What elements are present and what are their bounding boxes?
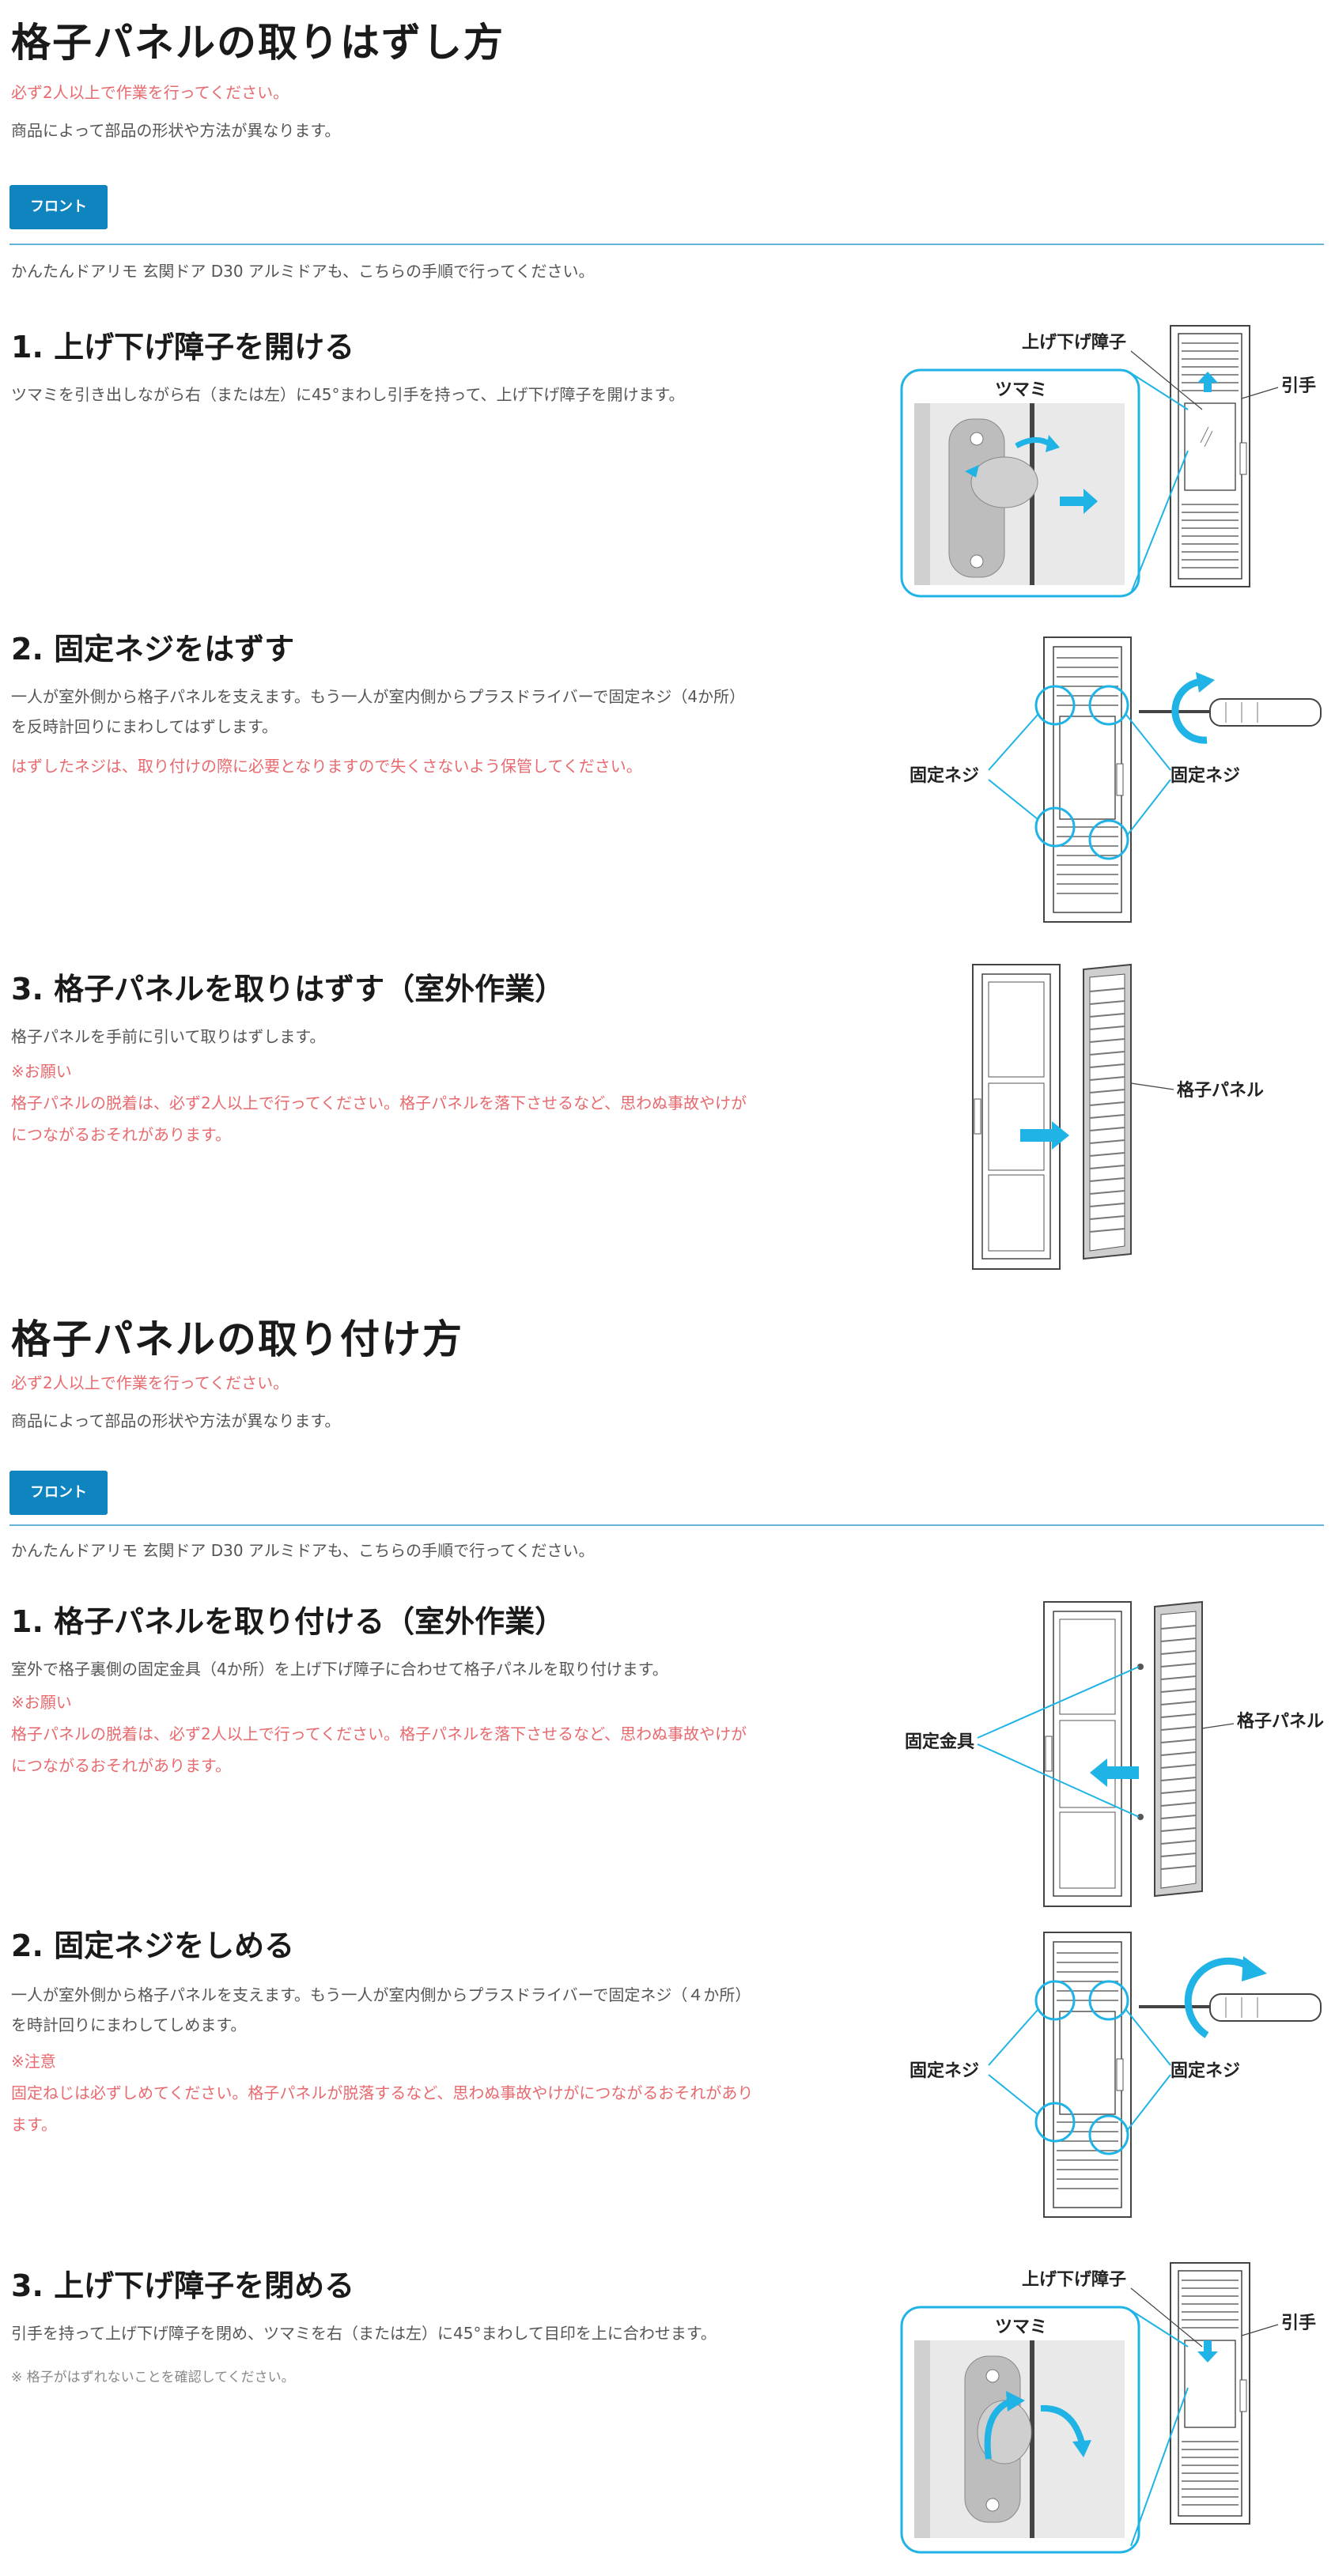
removal-step3-caution-line2: につながるおそれがあります。 bbox=[11, 1125, 231, 1144]
knob-label-close: ツマミ bbox=[995, 2317, 1047, 2337]
left-screw-label-install: 固定ネジ bbox=[910, 2060, 979, 2081]
panel-label: 格子パネル bbox=[1177, 1080, 1264, 1101]
install-step2-heading: 2. 固定ネジをしめる bbox=[11, 1928, 295, 1963]
knob-label: ツマミ bbox=[995, 380, 1047, 400]
removal-applies-to: かんたんドアリモ 玄関ドア D30 アルミドアも、こちらの手順で行ってください。 bbox=[11, 262, 595, 281]
divider bbox=[9, 244, 1324, 245]
install-section: 格子パネルの取り付け方 必ず2人以上で作業を行ってください。 商品によって部品の… bbox=[0, 1281, 1335, 2576]
install-step2-caution-line2: ます。 bbox=[11, 2115, 57, 2134]
sash-label: 上げ下げ障子 bbox=[1022, 332, 1126, 353]
handle-label-close: 引手 bbox=[1281, 2313, 1316, 2333]
open-sash-figure: ツマミ 上げ下げ障子 引手 bbox=[900, 325, 1316, 598]
removal-title: 格子パネルの取りはずし方 bbox=[11, 20, 505, 66]
install-step1-caution-line1: 格子パネルの脱着は、必ず2人以上で行ってください。格子パネルを落下させるなど、思… bbox=[11, 1724, 747, 1743]
removal-step1-heading: 1. 上げ下げ障子を開ける bbox=[11, 330, 355, 364]
install-title: 格子パネルの取り付け方 bbox=[11, 1316, 463, 1362]
bracket-label: 固定金具 bbox=[905, 1732, 974, 1752]
install-step3-note: ※ 格子がはずれないことを確認してください。 bbox=[11, 2370, 295, 2385]
front-tab-button-install[interactable]: フロント bbox=[9, 1471, 108, 1515]
removal-warning: 必ず2人以上で作業を行ってください。 bbox=[11, 83, 289, 102]
install-step2-caution-line1: 固定ねじは必ずしめてください。格子パネルが脱落するなど、思わぬ事故やけがにつなが… bbox=[11, 2083, 754, 2102]
install-step1-caution-line2: につながるおそれがあります。 bbox=[11, 1756, 231, 1775]
install-applies-to: かんたんドアリモ 玄関ドア D30 アルミドアも、こちらの手順で行ってください。 bbox=[11, 1541, 595, 1560]
removal-step1-text: ツマミを引き出しながら右（または左）に45°まわし引手を持って、上げ下げ障子を開… bbox=[11, 385, 685, 404]
install-step1-heading: 1. 格子パネルを取り付ける（室外作業） bbox=[11, 1604, 565, 1639]
removal-step2-heading: 2. 固定ネジをはずす bbox=[11, 632, 295, 667]
install-step2-caution-title: ※注意 bbox=[11, 2052, 56, 2071]
removal-note: 商品によって部品の形状や方法が異なります。 bbox=[11, 121, 341, 140]
remove-screws-figure: 固定ネジ 固定ネジ bbox=[910, 636, 1322, 923]
removal-step2-text-line1: 一人が室外側から格子パネルを支えます。もう一人が室内側からプラスドライバーで固定… bbox=[11, 687, 746, 706]
removal-section: 格子パネルの取りはずし方 必ず2人以上で作業を行ってください。 商品によって部品… bbox=[0, 0, 1335, 1281]
front-tab-button[interactable]: フロント bbox=[9, 185, 108, 229]
handle-label: 引手 bbox=[1281, 376, 1316, 396]
sash-label-close: 上げ下げ障子 bbox=[1022, 2269, 1126, 2290]
tighten-screws-figure: 固定ネジ 固定ネジ bbox=[910, 1932, 1322, 2218]
right-screw-label: 固定ネジ bbox=[1170, 765, 1240, 786]
panel-label-install: 格子パネル bbox=[1237, 1711, 1324, 1732]
install-step1-text: 室外で格子裏側の固定金具（4か所）を上げ下げ障子に合わせて格子パネルを取り付けま… bbox=[11, 1660, 668, 1679]
install-note: 商品によって部品の形状や方法が異なります。 bbox=[11, 1411, 341, 1430]
removal-step2-caution: はずしたネジは、取り付けの際に必要となりますので失くさないよう保管してください。 bbox=[11, 757, 642, 776]
removal-step3-heading: 3. 格子パネルを取りはずす（室外作業） bbox=[11, 972, 565, 1007]
install-warning: 必ず2人以上で作業を行ってください。 bbox=[11, 1373, 289, 1392]
install-step1-caution-title: ※お願い bbox=[11, 1693, 72, 1712]
attach-panel-figure: 固定金具 格子パネル bbox=[905, 1600, 1324, 1907]
install-step3-text: 引手を持って上げ下げ障子を閉め、ツマミを右（または左）に45°まわして目印を上に… bbox=[11, 2324, 717, 2343]
left-screw-label: 固定ネジ bbox=[910, 765, 979, 786]
removal-step3-text: 格子パネルを手前に引いて取りはずします。 bbox=[11, 1027, 326, 1046]
close-sash-figure: ツマミ 上げ下げ障子 引手 bbox=[900, 2262, 1316, 2554]
removal-step3-caution-line1: 格子パネルの脱着は、必ず2人以上で行ってください。格子パネルを落下させるなど、思… bbox=[11, 1093, 747, 1112]
remove-panel-figure: 格子パネル bbox=[972, 963, 1264, 1270]
install-step2-text-line1: 一人が室外側から格子パネルを支えます。もう一人が室内側からプラスドライバーで固定… bbox=[11, 1985, 751, 2004]
removal-step3-caution-title: ※お願い bbox=[11, 1062, 72, 1081]
removal-step2-text-line2: を反時計回りにまわしてはずします。 bbox=[11, 717, 278, 736]
divider bbox=[9, 1524, 1324, 1526]
install-step2-text-line2: を時計回りにまわしてしめます。 bbox=[11, 2015, 247, 2034]
right-screw-label-install: 固定ネジ bbox=[1170, 2060, 1240, 2081]
install-step3-heading: 3. 上げ下げ障子を閉める bbox=[11, 2268, 355, 2303]
